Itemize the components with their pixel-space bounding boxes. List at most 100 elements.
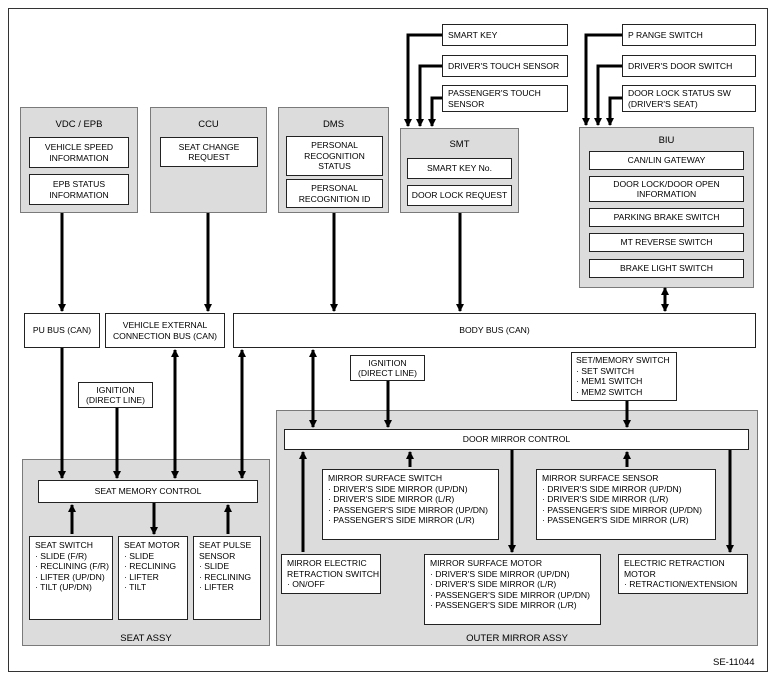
text-line: (DIRECT LINE) <box>85 395 146 405</box>
text-line: VEHICLE EXTERNAL <box>122 320 208 330</box>
text-line: PERSONAL <box>311 183 358 193</box>
text-line: · RECLINING (F/R) <box>35 561 109 571</box>
biu-title: BIU <box>658 135 675 146</box>
text-line: INFORMATION <box>49 189 109 200</box>
text-line: · RECLINING <box>124 561 177 571</box>
text-line: · PASSENGER'S SIDE MIRROR (UP/DN) <box>328 504 489 515</box>
seat-memory-control: SEAT MEMORY CONTROL <box>38 480 258 503</box>
text-line: SEAT PULSE <box>199 540 252 550</box>
drivers-touch-to-smt <box>416 64 442 127</box>
text-line: · DRIVER'S SIDE MIRROR (L/R) <box>430 579 557 589</box>
seat-assy-title: SEAT ASSY <box>120 633 172 644</box>
diagram-frame <box>8 8 768 672</box>
text-line: STATUS <box>318 161 351 172</box>
text-line: PERSONAL <box>311 140 358 151</box>
text-line: SEAT MOTOR <box>124 540 180 550</box>
text-line: · SET SWITCH <box>576 365 635 376</box>
text-line: · DRIVER'S SIDE MIRROR (UP/DN) <box>542 483 682 494</box>
text-line: · ON/OFF <box>287 579 325 589</box>
text-line: · RETRACTION/EXTENSION <box>624 579 738 589</box>
text-line: RECOGNITION <box>304 150 365 161</box>
text-line: · DRIVER'S SIDE MIRROR (L/R) <box>542 494 669 504</box>
text-line: PASSENGER'S TOUCH <box>448 88 541 98</box>
drivers-touch-sensor-input: DRIVER'S TOUCH SENSOR <box>442 55 568 77</box>
text-line: IGNITION <box>96 384 135 395</box>
text-line: RETRACTION SWITCH <box>287 568 380 579</box>
text-line: MIRROR SURFACE SENSOR <box>542 473 659 483</box>
text-line: SENSOR <box>199 550 236 561</box>
text-line: CONNECTION BUS (CAN) <box>112 330 218 341</box>
brake-light-switch: BRAKE LIGHT SWITCH <box>589 259 744 278</box>
mirror-surface-switch: MIRROR SURFACE SWITCH· DRIVER'S SIDE MIR… <box>322 469 499 540</box>
text-line: SENSOR <box>448 98 485 109</box>
text-line: VEHICLE SPEED <box>44 142 114 152</box>
body-bus-can: BODY BUS (CAN) <box>233 313 756 348</box>
text-line: · DRIVER'S SIDE MIRROR (UP/DN) <box>328 483 468 494</box>
text-line: · MEM2 SWITCH <box>576 386 643 397</box>
text-line: MOTOR <box>624 568 656 579</box>
seat-motor: SEAT MOTOR· SLIDE· RECLINING· LIFTER· TI… <box>118 536 188 620</box>
drivers-door-to-biu <box>594 64 622 126</box>
text-line: SEAT SWITCH <box>35 540 93 550</box>
text-line: MIRROR SURFACE SWITCH <box>328 473 443 483</box>
mirror-surface-sensor: MIRROR SURFACE SENSOR· DRIVER'S SIDE MIR… <box>536 469 716 540</box>
mirror-surface-motor: MIRROR SURFACE MOTOR· DRIVER'S SIDE MIRR… <box>424 554 601 625</box>
text-line: DOOR LOCK STATUS SW <box>628 88 731 98</box>
text-line: EPB STATUS <box>52 179 106 189</box>
text-line: · LIFTER (UP/DN) <box>35 571 105 582</box>
text-line: (DRIVER'S SEAT) <box>628 98 698 109</box>
text-line: · MEM1 SWITCH <box>576 376 643 386</box>
text-line: MIRROR SURFACE MOTOR <box>430 558 543 568</box>
door-mirror-control: DOOR MIRROR CONTROL <box>284 429 749 450</box>
drivers-door-switch-input: DRIVER'S DOOR SWITCH <box>622 55 756 77</box>
text-line: · LIFTER <box>124 571 159 582</box>
text-line: INFORMATION <box>636 189 697 199</box>
door-lock-status-to-biu <box>606 96 622 126</box>
set-memory-switch: SET/MEMORY SWITCH· SET SWITCH· MEM1 SWIT… <box>571 352 677 401</box>
text-line: · DRIVER'S SIDE MIRROR (L/R) <box>328 494 455 504</box>
text-line: · LIFTER <box>199 582 234 592</box>
text-line: RECOGNITION ID <box>298 193 371 204</box>
text-line: · TILT (UP/DN) <box>35 582 92 592</box>
text-line: · DRIVER'S SIDE MIRROR (UP/DN) <box>430 568 570 579</box>
text-line: · PASSENGER'S SIDE MIRROR (L/R) <box>430 600 577 610</box>
door-lock-request: DOOR LOCK REQUEST <box>407 185 512 206</box>
text-line: · PASSENGER'S SIDE MIRROR (L/R) <box>542 515 689 525</box>
smart-key-to-smt <box>404 33 442 127</box>
text-line: · TILT <box>124 582 147 592</box>
ccu-title: CCU <box>198 119 219 130</box>
text-line: INFORMATION <box>49 152 109 163</box>
text-line: SET/MEMORY SWITCH <box>576 355 670 365</box>
text-line: · PASSENGER'S SIDE MIRROR (L/R) <box>328 515 475 525</box>
vdc-epb-title: VDC / EPB <box>55 119 103 130</box>
smart-key-number: SMART KEY No. <box>407 158 512 179</box>
p-range-to-biu <box>582 33 622 126</box>
text-line: REQUEST <box>188 152 230 162</box>
door-lock-status-sw-input: DOOR LOCK STATUS SW(DRIVER'S SEAT) <box>622 85 756 112</box>
text-line: · SLIDE (F/R) <box>35 550 88 561</box>
text-line: · RECLINING <box>199 571 252 582</box>
smart-key-input: SMART KEY <box>442 24 568 46</box>
p-range-switch-input: P RANGE SWITCH <box>622 24 756 46</box>
text-line: MIRROR ELECTRIC <box>287 558 367 568</box>
can-lin-gateway: CAN/LIN GATEWAY <box>589 151 744 170</box>
smt-title: SMT <box>449 139 470 150</box>
seat-switch: SEAT SWITCH· SLIDE (F/R)· RECLINING (F/R… <box>29 536 113 620</box>
text-line: SEAT CHANGE <box>178 141 240 152</box>
figure-code: SE-11044 <box>713 657 755 668</box>
ignition-direct-line-mirror: IGNITION(DIRECT LINE) <box>350 355 425 381</box>
parking-brake-switch: PARKING BRAKE SWITCH <box>589 208 744 227</box>
text-line: (DIRECT LINE) <box>357 368 418 378</box>
text-line: · SLIDE <box>199 561 230 571</box>
